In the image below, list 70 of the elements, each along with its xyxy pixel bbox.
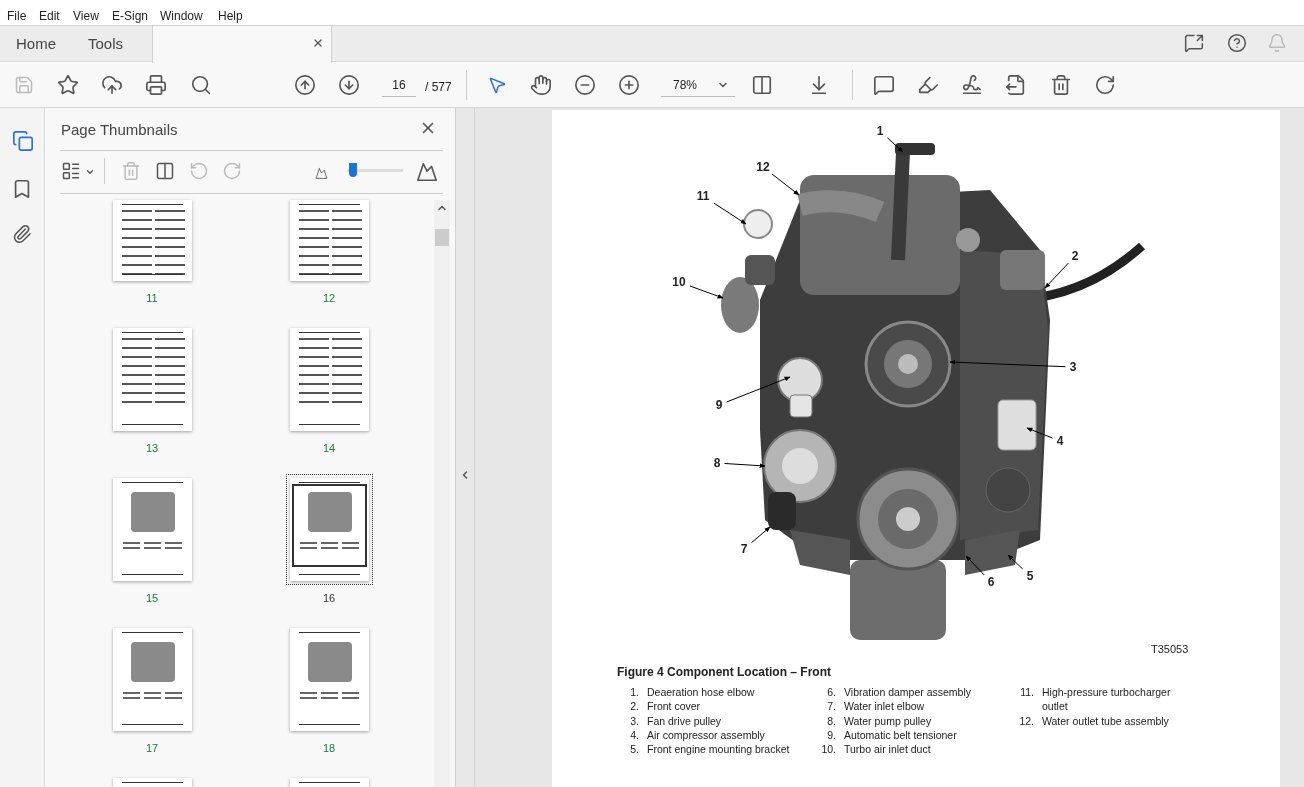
callout-number: 12 (752, 160, 774, 174)
page-number-field: 16 (382, 73, 416, 97)
leader-line (726, 376, 791, 403)
menu-item: Help (218, 8, 243, 25)
leader-line (771, 173, 800, 196)
figure-caption: Figure 4 Component Location – Front (617, 664, 831, 681)
page-number: 13 (145, 441, 159, 456)
callout-number: 3 (1065, 360, 1081, 374)
callout-number: 6 (983, 575, 999, 589)
callout-number: 10 (668, 275, 690, 289)
page-number: 14 (322, 441, 336, 456)
item-number: 12. (1018, 713, 1035, 728)
leader-line (689, 285, 724, 299)
page-number: 15 (145, 591, 159, 606)
callout-number: 9 (711, 398, 727, 412)
item-text: Vibration damper assembly (844, 685, 973, 700)
menu-item: Edit (39, 8, 60, 25)
item-number: 7. (826, 699, 837, 714)
panel-title: Page Thumbnails (61, 120, 178, 140)
item-text: Water outlet tube assembly (1042, 713, 1170, 728)
leader-line (751, 526, 771, 544)
callout-number: 11 (692, 189, 714, 203)
item-number: 5. (629, 742, 640, 757)
leader-line (724, 462, 766, 469)
callout-number: 2 (1067, 249, 1083, 263)
item-number: 2. (629, 699, 640, 714)
leader-line (1044, 262, 1069, 289)
item-number: 3. (629, 713, 640, 728)
item-text: Automatic belt tensioner (844, 727, 958, 743)
home-tab: Home (8, 28, 64, 60)
page-number: 18 (322, 741, 336, 756)
menu-item: File (7, 8, 27, 25)
item-number: 8. (826, 713, 837, 728)
item-number: 1. (629, 685, 640, 700)
item-text: Deaeration hose elbow (647, 685, 756, 700)
page-number: 17 (145, 741, 159, 756)
item-number: 10. (820, 742, 837, 757)
item-text: Front engine mounting bracket (647, 742, 791, 757)
callout-number: 7 (736, 542, 752, 556)
page-number: 11 (146, 291, 158, 306)
leader-line (713, 202, 747, 225)
leader-line (949, 359, 1066, 368)
callout-number: 1 (872, 124, 888, 138)
leader-line (965, 555, 985, 576)
item-number: 6. (826, 685, 837, 700)
menu-item: E-Sign (112, 8, 149, 25)
item-number: 9. (826, 727, 837, 743)
callout-number: 8 (709, 456, 725, 470)
item-text: Water pump pulley (844, 713, 933, 728)
menu-item: View (73, 8, 99, 25)
item-text: Fan drive pulley (647, 713, 723, 728)
leader-line (1007, 554, 1024, 570)
figure-id: T35053 (1151, 642, 1189, 657)
page-number: 12 (322, 291, 336, 306)
callout-number: 5 (1022, 569, 1038, 583)
item-text: Turbo air inlet duct (844, 742, 932, 757)
tools-tab: Tools (80, 28, 132, 60)
item-text: High-pressure turbocharger outlet (1042, 685, 1172, 714)
item-text: Water inlet elbow (844, 699, 926, 714)
callout-number: 4 (1052, 434, 1068, 448)
item-text: Air compressor assembly (647, 727, 766, 743)
item-text: Front cover (647, 699, 702, 714)
item-number: 11. (1019, 685, 1035, 700)
zoom-dropdown: 78% (661, 73, 735, 97)
page-number: 16 (322, 591, 336, 606)
page-count: / 577 (425, 79, 452, 96)
item-number: 4. (629, 727, 640, 743)
leader-line (1026, 427, 1053, 439)
menu-item: Window (160, 8, 203, 25)
leader-line (887, 137, 904, 153)
